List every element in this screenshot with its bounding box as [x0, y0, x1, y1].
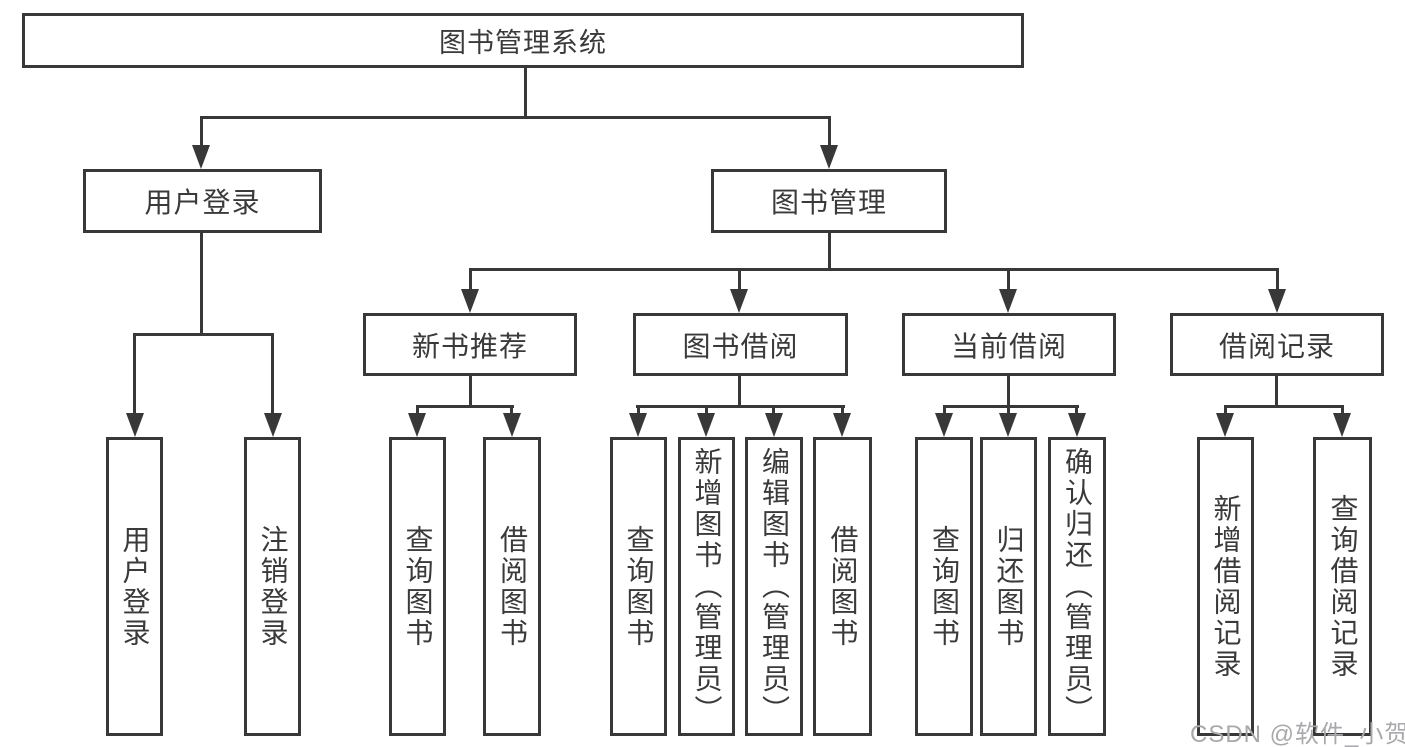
leaf-logout: 注销登录: [244, 437, 301, 736]
arrow-down-icon: [999, 413, 1017, 437]
leaf-query-books-recommend: 查询图书: [389, 437, 446, 736]
arrow-down-icon: [730, 289, 748, 313]
node-library-management-system: 图书管理系统: [22, 13, 1024, 68]
connector-line: [1224, 405, 1227, 415]
leaf-borrow-books-recommend: 借阅图书: [483, 437, 541, 736]
connector-line: [524, 66, 527, 118]
leaf-add-book-admin-label: 新增图书（管理员）: [691, 447, 723, 726]
node-user-login: 用户登录: [83, 169, 322, 233]
arrow-down-icon: [461, 289, 479, 313]
connector-line: [841, 405, 844, 415]
connector-line: [1007, 405, 1010, 415]
connector-line: [200, 116, 830, 119]
leaf-add-borrow-record-label: 新增借阅记录: [1210, 493, 1242, 680]
arrow-down-icon: [1333, 413, 1351, 437]
leaf-query-books-recommend-label: 查询图书: [402, 524, 434, 649]
connector-line: [133, 333, 274, 336]
arrow-down-icon: [192, 145, 210, 169]
arrow-down-icon: [1068, 413, 1086, 437]
connector-line: [469, 268, 1278, 271]
arrow-down-icon: [833, 413, 851, 437]
connector-line: [705, 405, 708, 415]
arrow-down-icon: [935, 413, 953, 437]
arrow-down-icon: [999, 289, 1017, 313]
node-current-borrowing: 当前借阅: [902, 313, 1116, 376]
leaf-query-borrow-record-label: 查询借阅记录: [1327, 493, 1359, 680]
connector-line: [133, 333, 136, 415]
leaf-user-login: 用户登录: [106, 437, 163, 736]
connector-line: [1276, 268, 1279, 291]
connector-line: [828, 231, 831, 270]
leaf-confirm-return-admin: 确认归还（管理员）: [1048, 437, 1106, 736]
leaf-add-borrow-record: 新增借阅记录: [1197, 437, 1254, 736]
connector-line: [1075, 405, 1078, 415]
connector-line: [1275, 374, 1278, 407]
leaf-query-books-current-label: 查询图书: [929, 524, 960, 649]
leaf-confirm-return-admin-label: 确认归还（管理员）: [1062, 447, 1093, 726]
connector-line: [772, 405, 775, 415]
leaf-user-login-label: 用户登录: [119, 524, 151, 649]
leaf-logout-label: 注销登录: [257, 524, 289, 649]
connector-line: [1224, 405, 1344, 408]
arrow-down-icon: [1216, 413, 1234, 437]
connector-line: [469, 374, 472, 407]
leaf-query-books-borrow-label: 查询图书: [623, 524, 655, 649]
connector-line: [469, 268, 472, 291]
leaf-borrow-books: 借阅图书: [813, 437, 872, 736]
connector-line: [828, 116, 831, 147]
leaf-query-borrow-record: 查询借阅记录: [1313, 437, 1372, 736]
leaf-borrow-books-label: 借阅图书: [827, 524, 859, 649]
arrow-down-icon: [503, 413, 521, 437]
leaf-add-book-admin: 新增图书（管理员）: [678, 437, 735, 736]
node-book-management: 图书管理: [711, 169, 947, 233]
arrow-down-icon: [264, 413, 282, 437]
connector-line: [637, 405, 640, 415]
leaf-query-books-current: 查询图书: [915, 437, 973, 736]
csdn-watermark: CSDN @软件_小贺同学: [1190, 721, 1405, 747]
arrow-down-icon: [820, 145, 838, 169]
connector-line: [416, 405, 514, 408]
arrow-down-icon: [1268, 289, 1286, 313]
leaf-query-books-borrow: 查询图书: [610, 437, 667, 736]
arrow-down-icon: [408, 413, 426, 437]
node-book-borrowing: 图书借阅: [633, 313, 848, 376]
connector-line: [510, 405, 513, 415]
leaf-return-books-label: 归还图书: [993, 524, 1025, 649]
node-borrowing-records: 借阅记录: [1170, 313, 1384, 376]
arrow-down-icon: [697, 413, 715, 437]
connector-line: [271, 333, 274, 415]
arrow-down-icon: [629, 413, 647, 437]
arrow-down-icon: [126, 413, 144, 437]
connector-line: [200, 231, 203, 335]
connector-line: [636, 405, 845, 408]
connector-line: [738, 374, 741, 407]
connector-line: [738, 268, 741, 291]
node-new-book-recommend: 新书推荐: [363, 313, 577, 376]
arrow-down-icon: [765, 413, 783, 437]
leaf-return-books: 归还图书: [980, 437, 1037, 736]
connector-line: [1007, 268, 1010, 291]
connector-line: [943, 405, 1079, 408]
connector-line: [200, 116, 203, 147]
leaf-borrow-books-recommend-label: 借阅图书: [497, 524, 528, 649]
connector-line: [1341, 405, 1344, 415]
connector-line: [943, 405, 946, 415]
connector-line: [1007, 374, 1010, 407]
leaf-edit-book-admin-label: 编辑图书（管理员）: [759, 447, 790, 726]
connector-line: [416, 405, 419, 415]
leaf-edit-book-admin: 编辑图书（管理员）: [745, 437, 803, 736]
